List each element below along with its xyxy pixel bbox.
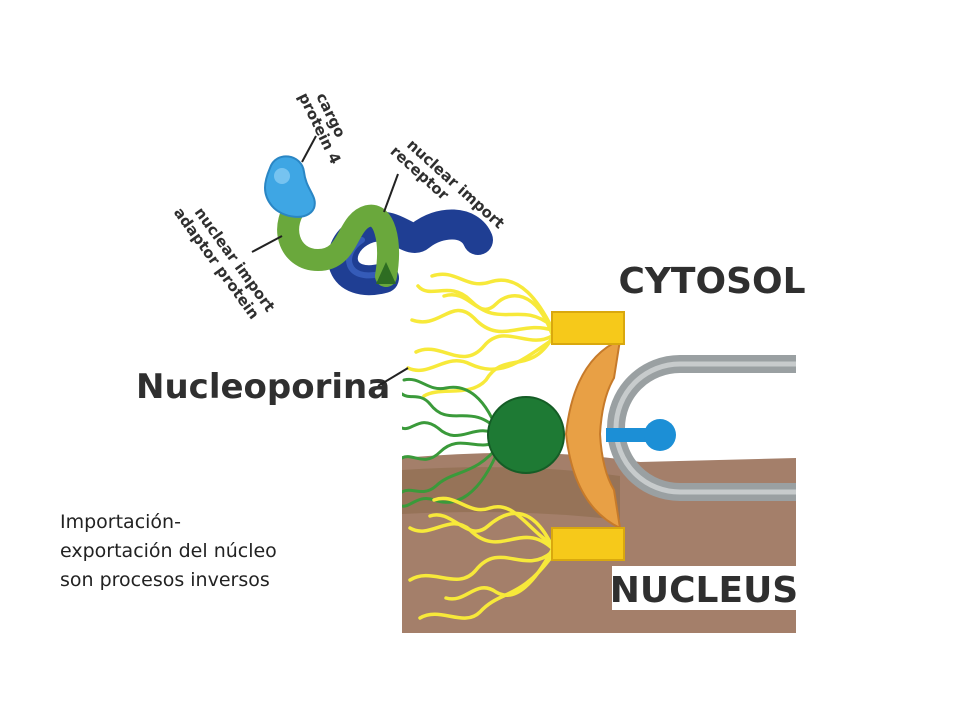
adaptor-label-group: nuclear import adaptor protein (170, 204, 279, 323)
orange-basket (564, 338, 622, 530)
green-fibrils (402, 377, 502, 508)
caption: Importación- exportación del núcleo son … (60, 508, 330, 595)
cytoplasmic-fibrils (406, 272, 554, 398)
bottom-anchor-block (551, 527, 625, 561)
top-anchor-block (551, 311, 625, 345)
caption-line-1: Importación- (60, 511, 181, 533)
caption-line-3: son procesos inversos (60, 569, 270, 591)
nucleus-label: NUCLEUS (610, 570, 798, 611)
nucleoporin-pointer-line (377, 367, 409, 387)
caption-line-2: exportación del núcleo (60, 540, 277, 562)
cargo-label-group: cargo protein 4 (295, 90, 350, 167)
receptor-pointer-line (383, 173, 399, 213)
cargo-pointer-line (301, 135, 317, 163)
nucleus-membrane-band (402, 467, 620, 520)
nuclear-fibrils (408, 496, 554, 620)
nucleoporin-label: Nucleoporina (136, 367, 390, 407)
adaptor-pointer-line (251, 235, 283, 253)
central-plug (487, 396, 565, 474)
cytosol-label: CYTOSOL (618, 261, 805, 302)
adaptor-protein (277, 191, 399, 287)
cargo-protein (264, 155, 316, 218)
nucleus-label-box (612, 566, 796, 610)
protein-complex (264, 155, 493, 296)
transport-stick (606, 428, 654, 442)
transport-stick-knob (644, 419, 676, 451)
